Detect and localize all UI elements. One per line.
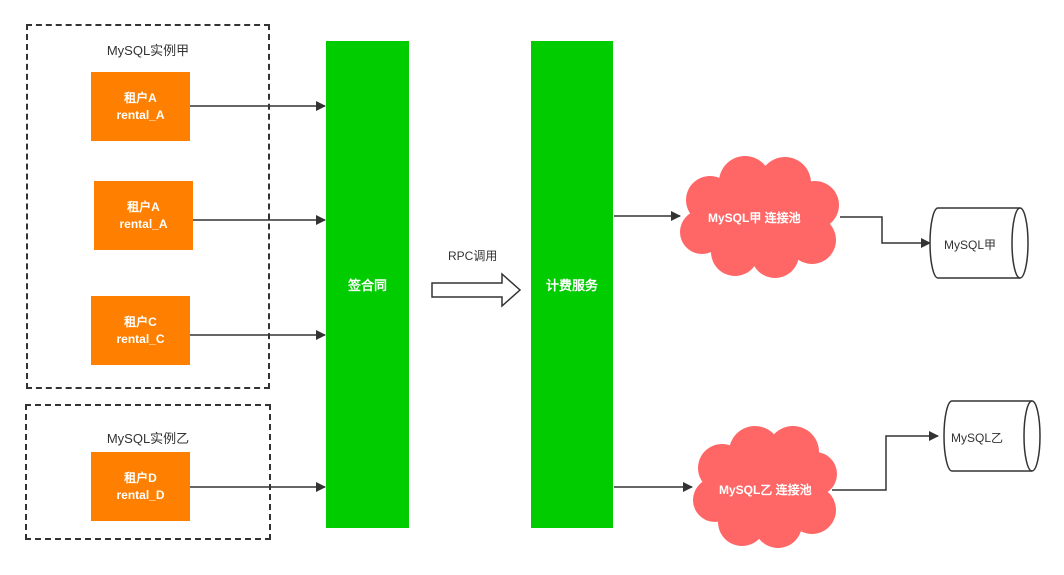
contract-service-bar: 签合同 bbox=[326, 41, 409, 528]
rpc-label: RPC调用 bbox=[448, 249, 498, 263]
pool-cloud-2 bbox=[693, 426, 837, 548]
db-label-1: MySQL甲 bbox=[944, 238, 997, 252]
tenant-box-1: 租户A rental_A bbox=[91, 72, 190, 141]
tenant-db: rental_A bbox=[119, 216, 168, 231]
tenant-name: 租户A bbox=[127, 199, 160, 214]
group-label: MySQL实例甲 bbox=[106, 43, 190, 58]
pool-label-1: MySQL甲 连接池 bbox=[708, 211, 801, 225]
db-label-2: MySQL乙 bbox=[951, 431, 1004, 445]
tenant-box-4: 租户D rental_D bbox=[91, 452, 190, 521]
tenant-box-3: 租户C rental_C bbox=[91, 296, 190, 365]
billing-service-label: 计费服务 bbox=[545, 278, 598, 293]
db-cylinder-1 bbox=[929, 207, 1029, 279]
tenant-db: rental_A bbox=[116, 107, 165, 122]
db-cylinder-2 bbox=[943, 400, 1041, 472]
tenant-name: 租户A bbox=[124, 90, 157, 105]
pool-cloud-1 bbox=[680, 156, 839, 278]
tenant-box-2: 租户A rental_A bbox=[94, 181, 193, 250]
contract-service-label: 签合同 bbox=[347, 278, 387, 293]
group-mysql-instance-a: MySQL实例甲 bbox=[26, 24, 270, 389]
tenant-name: 租户D bbox=[124, 470, 157, 485]
arrow-pool-db-2 bbox=[832, 431, 939, 491]
group-label: MySQL实例乙 bbox=[106, 431, 190, 446]
billing-service-bar: 计费服务 bbox=[531, 41, 613, 528]
tenant-db: rental_C bbox=[116, 331, 165, 346]
group-mysql-instance-b: MySQL实例乙 bbox=[25, 404, 271, 540]
tenant-db: rental_D bbox=[116, 487, 165, 502]
tenant-name: 租户C bbox=[124, 314, 157, 329]
arrow-pool-db-1 bbox=[840, 216, 931, 248]
pool-label-2: MySQL乙 连接池 bbox=[719, 483, 812, 497]
rpc-arrow bbox=[431, 272, 522, 308]
